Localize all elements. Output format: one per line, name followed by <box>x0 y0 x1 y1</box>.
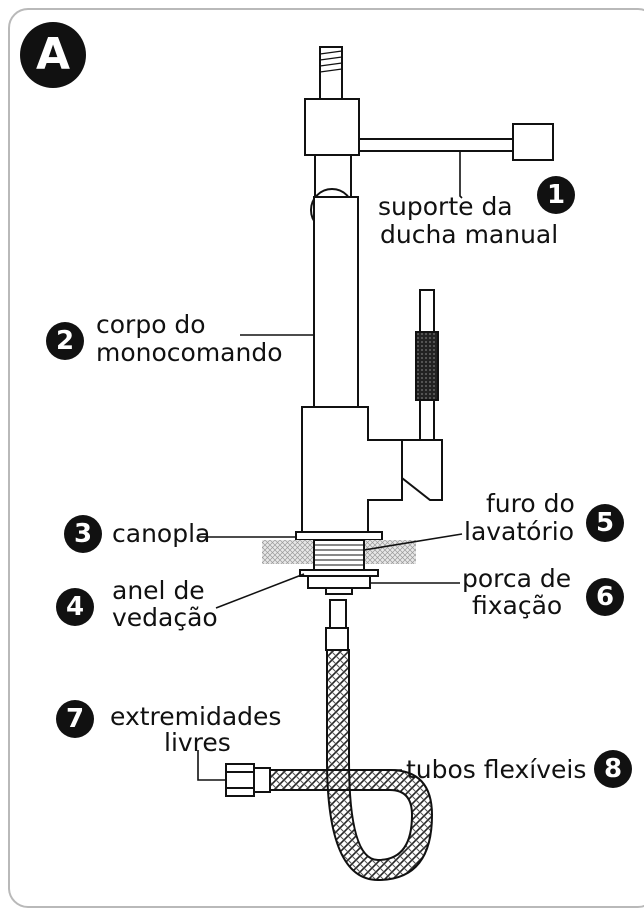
fixing-nut <box>307 575 371 589</box>
callout-3-line-1: canopla <box>112 519 211 548</box>
leader-lines <box>197 151 463 781</box>
hose-fitting <box>329 599 347 629</box>
countertop-left <box>262 540 314 564</box>
callout-1-line-2: ducha manual <box>380 220 559 249</box>
callout-6-line-1: porca de <box>462 564 572 593</box>
top-thread <box>319 46 343 100</box>
callout-8-number: 8 <box>594 750 632 788</box>
callout-8-line-1: tubos flexíveis <box>406 755 587 784</box>
callout-7-line-1: extremidades <box>110 702 282 731</box>
support-arm <box>358 138 516 152</box>
callout-7-number: 7 <box>56 700 94 738</box>
callout-1-line-1: suporte da <box>378 192 513 221</box>
callout-2-number: 2 <box>46 322 84 360</box>
callout-6-line-2: fixação <box>472 591 563 620</box>
callout-5-number: 5 <box>586 504 624 542</box>
callout-5-line-2: lavatório <box>464 517 574 546</box>
hose-ferrule <box>325 627 349 651</box>
callout-7-line-2: livres <box>164 728 231 757</box>
nut-stem <box>325 587 353 595</box>
lever-grip <box>415 331 439 401</box>
flex-hoses <box>225 649 434 882</box>
callout-4-line-2: vedação <box>112 603 218 632</box>
callout-5-line-1: furo do <box>486 489 575 518</box>
support-holder <box>512 123 554 161</box>
lever-handle <box>401 439 443 501</box>
callout-3-number: 3 <box>64 515 102 553</box>
callout-4-number: 4 <box>56 588 94 626</box>
callout-4-line-1: anel de <box>112 576 205 605</box>
support-block <box>304 98 360 156</box>
figure-badge: A <box>20 22 86 88</box>
callout-2-line-1: corpo do <box>96 310 206 339</box>
callout-6-number: 6 <box>586 578 624 616</box>
callout-2-line-2: monocomando <box>96 338 283 367</box>
countertop-right <box>364 540 416 564</box>
base-body <box>301 406 403 533</box>
body-column <box>313 196 359 408</box>
callout-1-number: 1 <box>537 176 575 214</box>
canopla-plate <box>295 531 383 541</box>
